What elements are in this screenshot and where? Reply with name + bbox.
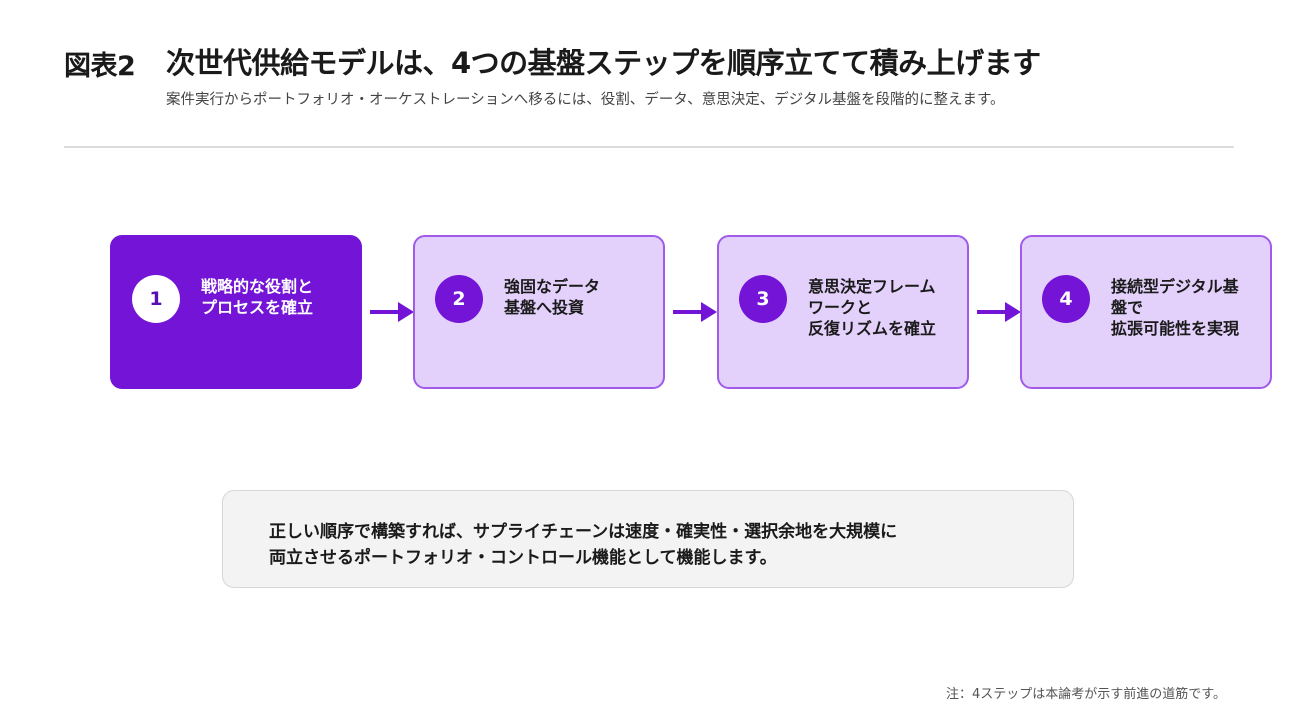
arrow-3-to-4-icon xyxy=(977,302,1021,322)
footnote: 注：4ステップは本論考が示す前進の道筋です。 xyxy=(946,687,1226,702)
arrow-2-to-3-icon xyxy=(673,302,717,322)
step-2-label: 強固なデータ 基盤へ投資 xyxy=(504,277,601,317)
page-title: 次世代供給モデルは、4つの基盤ステップを順序立てて積み上げます xyxy=(166,46,1041,80)
step-1-box: 1 戦略的な役割と プロセスを確立 xyxy=(110,235,362,389)
callout-text: 正しい順序で構築すれば、サプライチェーンは速度・確実性・選択余地を大規模に 両立… xyxy=(269,522,898,568)
figure-label: 図表2 xyxy=(64,51,136,82)
callout-box: 正しい順序で構築すれば、サプライチェーンは速度・確実性・選択余地を大規模に 両立… xyxy=(222,490,1074,588)
step-4-label: 接続型デジタル基 盤で 拡張可能性を実現 xyxy=(1111,277,1240,338)
arrow-1-to-2-icon xyxy=(370,302,414,322)
step-4-box: 4 接続型デジタル基 盤で 拡張可能性を実現 xyxy=(1020,235,1272,389)
step-2-number-badge: 2 xyxy=(435,275,483,323)
step-4-number-badge: 4 xyxy=(1042,275,1090,323)
step-2-box: 2 強固なデータ 基盤へ投資 xyxy=(413,235,665,389)
step-3-number-badge: 3 xyxy=(739,275,787,323)
header-divider xyxy=(64,146,1234,148)
page-subtitle: 案件実行からポートフォリオ・オーケストレーションへ移るには、役割、データ、意思決… xyxy=(166,92,1005,108)
step-3-box: 3 意思決定フレーム ワークと 反復リズムを確立 xyxy=(717,235,969,389)
step-1-number-badge: 1 xyxy=(132,275,180,323)
step-1-label: 戦略的な役割と プロセスを確立 xyxy=(201,277,314,317)
step-3-label: 意思決定フレーム ワークと 反復リズムを確立 xyxy=(808,277,937,338)
